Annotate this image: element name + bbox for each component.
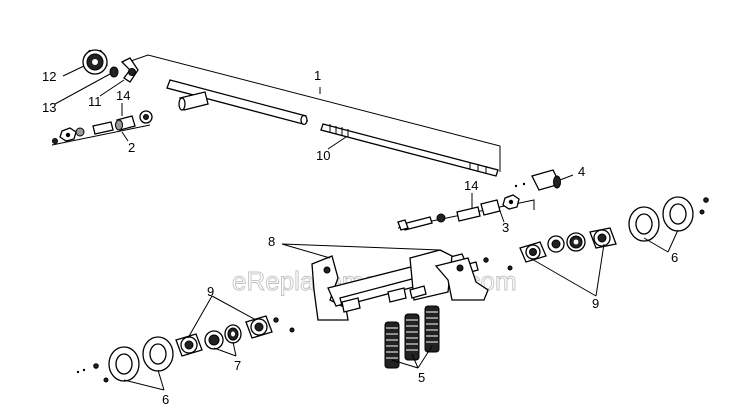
left-flange-plate-inner bbox=[175, 333, 203, 357]
part-2-hardware-group bbox=[51, 110, 153, 146]
left-bearing-stack bbox=[76, 315, 295, 383]
right-flange-plate-outer bbox=[589, 227, 617, 249]
right-bearing-stack bbox=[483, 196, 709, 271]
callout-9-left: 9 bbox=[207, 284, 214, 299]
callout-12: 12 bbox=[42, 69, 56, 84]
part-4-end-block bbox=[514, 169, 561, 191]
right-bushing bbox=[566, 232, 586, 252]
right-bearing bbox=[547, 235, 565, 253]
part-1-shaft bbox=[127, 54, 501, 172]
callout-6-left: 6 bbox=[162, 392, 169, 407]
part-5-springs bbox=[384, 305, 440, 369]
left-bushing bbox=[224, 324, 242, 344]
callout-3: 3 bbox=[502, 220, 509, 235]
leader-lines bbox=[54, 65, 679, 391]
part-3-hardware-group bbox=[397, 194, 535, 231]
part-11-wing-nut bbox=[120, 57, 139, 83]
callout-5: 5 bbox=[418, 370, 425, 385]
callouts: 1 2 3 4 5 6 6 7 8 9 9 10 11 12 13 14 14 bbox=[42, 68, 678, 407]
callout-2: 2 bbox=[128, 140, 135, 155]
callout-1: 1 bbox=[314, 68, 321, 83]
callout-14-middle: 14 bbox=[464, 178, 478, 193]
spring-3 bbox=[424, 305, 440, 353]
spring-1 bbox=[384, 321, 400, 369]
callout-10: 10 bbox=[316, 148, 330, 163]
callout-14-upper: 14 bbox=[116, 88, 130, 103]
callout-4: 4 bbox=[578, 164, 585, 179]
left-disc-inner bbox=[142, 336, 174, 372]
spring-2 bbox=[404, 313, 420, 361]
part-8-pivot-bracket bbox=[311, 249, 489, 321]
callout-13: 13 bbox=[42, 100, 56, 115]
right-disc-inner bbox=[628, 206, 660, 242]
left-flange-plate-outer bbox=[245, 315, 273, 339]
part-10-threaded-rod bbox=[320, 123, 499, 177]
callout-8: 8 bbox=[268, 234, 275, 249]
left-disc-outer bbox=[108, 346, 140, 382]
left-bearing bbox=[204, 330, 224, 350]
part-12-knob bbox=[82, 49, 108, 75]
right-flange-plate-inner bbox=[519, 241, 547, 263]
callout-7: 7 bbox=[234, 358, 241, 373]
callout-9-right: 9 bbox=[592, 296, 599, 311]
right-disc-outer bbox=[662, 196, 694, 232]
callout-6-right: 6 bbox=[671, 250, 678, 265]
part-13-washer bbox=[109, 66, 119, 78]
callout-11: 11 bbox=[88, 94, 102, 109]
